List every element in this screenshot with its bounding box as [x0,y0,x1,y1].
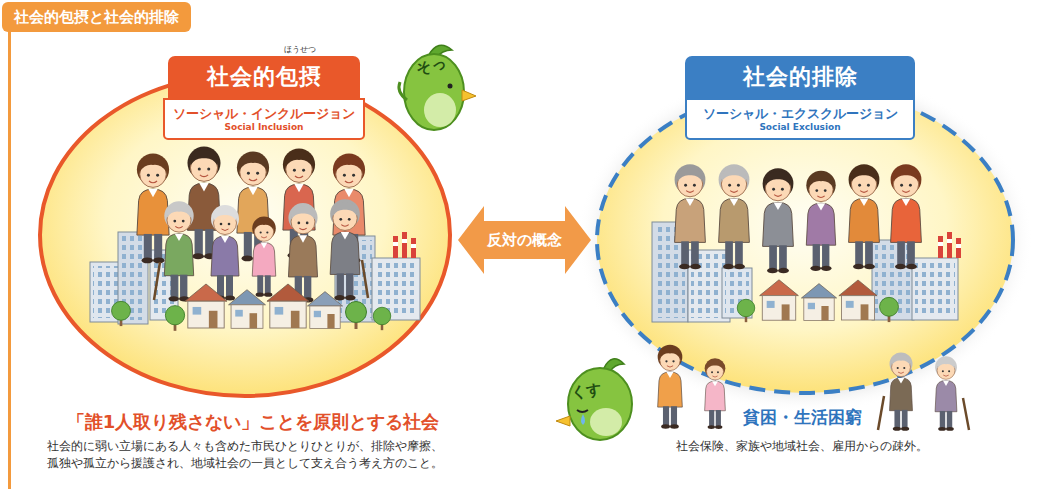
mascot-crying [556,359,632,440]
needy-people-use [658,345,683,429]
box-subtext: Social Exclusion [759,122,840,133]
opposition-arrow [458,206,591,274]
left-people-front-line [154,262,160,300]
mascot-crying-path [581,414,585,425]
right-buildings-rect [912,258,958,320]
right-buildings-rect [915,262,955,316]
mascot-crying-polygon [556,416,570,426]
needy-people-use [935,356,957,430]
right-chimneys-rect [947,232,952,258]
section-tab: 社会的包摂と社会的排除 [2,2,191,32]
inclusion-region: 「誰1人取り残さない」ことを原則とする社会社会的に弱い立場にある人々も含めた市民… [38,72,452,398]
mascot-happy-ellipse [424,93,456,127]
problem-heading: 貧困・生活困窮 [652,407,952,429]
side-rule [8,32,11,489]
box-subtext: Social Inclusion [225,122,304,133]
box-title: 社会的排除 [743,63,858,91]
solid-ellipse [40,74,450,396]
right-people-use [675,164,706,269]
concept-header: 社会的排除 [685,56,915,98]
mascot-happy-path [399,82,407,100]
left-chimneys-rect [393,242,398,246]
needy-people-line [963,398,969,430]
definition-text: 社会保険、家族や地域社会、雇用からの疎外。 [652,438,952,455]
concept-subtitle: ソーシャル・インクルージョンSocial Inclusion [163,98,365,140]
box-title: ソーシャル・インクルージョン [173,106,355,122]
definition-text: 社会的に弱い立場にある人々も含めた市民ひとりひとりが、排除や摩擦、 孤独や孤立か… [47,438,449,472]
needy-people-use [705,358,726,429]
left-houses-use [112,301,131,326]
dashed-ellipse [597,87,1013,393]
shadow-glow [577,67,1033,413]
exclusion-region: 貧困・生活困窮社会保険、家族や地域社会、雇用からの疎外。社会的排除ソーシャル・エ… [595,85,1015,395]
mascot-crying-ellipse [590,408,622,436]
mascot-crying-ellipse [568,368,632,440]
edge-label: 反対の概念 [487,230,562,250]
box-title: 社会的包摂 [207,63,322,91]
principle-heading: 「誰1人取り残さない」ことを原則とする社会 [38,410,468,434]
right-chimneys-rect [938,242,943,246]
right-chimneys-rect [956,238,961,258]
right-chimneys-rect [938,236,943,258]
right-houses-use [880,297,899,322]
mascot-happy-polygon [462,90,476,101]
left-chimneys-rect [402,239,407,243]
mascot-happy [399,45,476,130]
concept-header: 社会的包摂 [168,56,360,98]
needy-people-use [890,352,913,430]
right-chimneys-rect [947,239,952,243]
concept-subtitle: ソーシャル・エクスクルージョンSocial Exclusion [685,98,915,140]
mascot-crying-path [577,410,588,412]
ruby-reading: ほうせつ [283,45,317,55]
mascot-happy-circle [448,84,453,89]
left-people-front-line [362,260,368,298]
left-chimneys-rect [411,244,416,248]
left-chimneys-rect [393,236,398,258]
left-people-front-use [330,199,360,300]
left-chimneys-rect [411,238,416,258]
left-people-front [154,199,368,302]
box-title: ソーシャル・エクスクルージョン [703,106,898,122]
left-chimneys-rect [402,232,407,258]
right-chimneys-rect [956,244,961,248]
